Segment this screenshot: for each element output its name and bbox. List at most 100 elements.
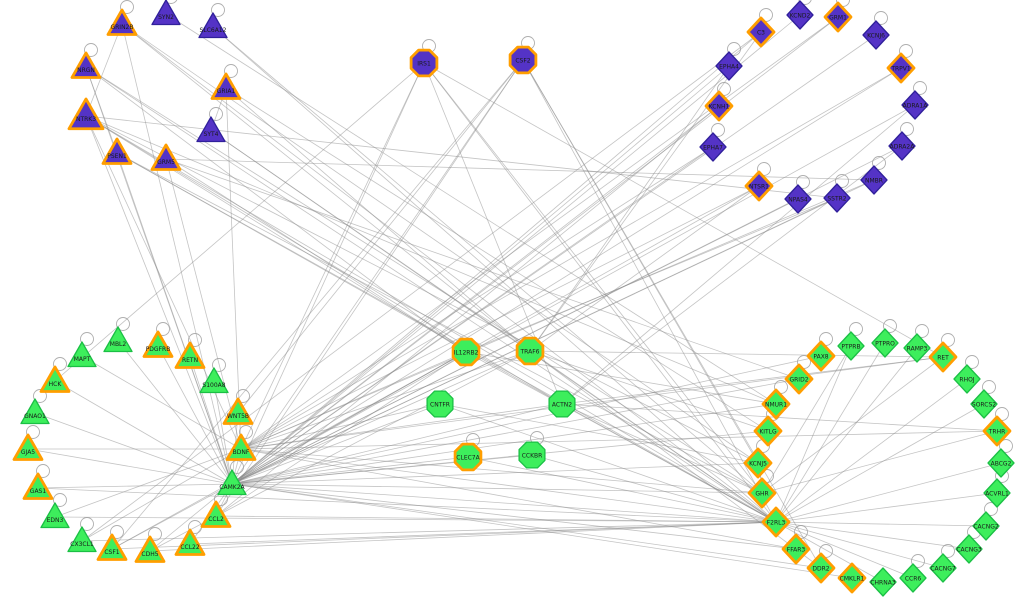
edge-TRPV1-CAMK2A[interactable]: [231, 67, 902, 485]
edge-CAMK2A-KITLG[interactable]: [231, 430, 769, 485]
node-PAX8[interactable]: PAX8: [806, 340, 836, 372]
node-MBL2[interactable]: MBL2: [103, 326, 133, 353]
node-SYT4[interactable]: SYT4: [196, 116, 226, 143]
node-NTRK3[interactable]: NTRK3: [67, 97, 105, 131]
node-DDR2[interactable]: DDR2: [806, 552, 836, 584]
edge-GRM5-NMBR[interactable]: [165, 158, 875, 181]
edge-CAMK2A-PAX8[interactable]: [231, 355, 822, 485]
edge-CNTFR-CAMK2A[interactable]: [231, 403, 441, 485]
node-CDH5[interactable]: CDH5: [134, 535, 166, 563]
edge-CAMK2A-CDH5[interactable]: [149, 483, 233, 552]
node-PSEN1[interactable]: PSEN1: [101, 137, 133, 165]
edge-IL12RB2-CCL2[interactable]: [215, 351, 467, 517]
edge-IRS1-BDNF[interactable]: [240, 62, 425, 450]
edge-CSF2-F2RL3[interactable]: [522, 59, 777, 523]
edge-CAMK2A-KCNJ5[interactable]: [231, 462, 759, 485]
edge-SSTR2-IL12RB2[interactable]: [465, 197, 838, 353]
edge-NTRK3-BDNF[interactable]: [85, 115, 242, 450]
node-TRPV1[interactable]: TRPV1: [886, 52, 916, 84]
edge-ADRA2A-ACTN2[interactable]: [561, 145, 903, 405]
edge-CAMK2A-GHR[interactable]: [231, 483, 763, 494]
edge-IRS1-F2RL3[interactable]: [423, 62, 777, 523]
node-GAS1[interactable]: GAS1: [22, 472, 54, 500]
node-IRS1[interactable]: IRS1: [409, 48, 439, 78]
node-C3[interactable]: C3: [746, 16, 776, 48]
node-ABCG2[interactable]: ABCG2: [987, 448, 1015, 478]
edge-F2RL3-CACNG3[interactable]: [775, 521, 970, 550]
node-TRHR[interactable]: TRHR: [982, 415, 1012, 447]
node-RHOJ[interactable]: RHOJ: [953, 364, 981, 394]
edge-BDNF-RET[interactable]: [240, 356, 944, 450]
node-EDN3[interactable]: EDN3: [40, 502, 70, 529]
edge-GRM1-BDNF[interactable]: [240, 16, 839, 450]
edge-IRS1-HCK[interactable]: [54, 62, 425, 382]
edge-ACTN2-GHR[interactable]: [561, 403, 763, 494]
edge-IRS1-RET[interactable]: [423, 62, 944, 358]
edge-PSEN1-F2RL3[interactable]: [116, 152, 777, 523]
edge-IRS1-CAMK2A[interactable]: [231, 62, 425, 485]
edge-IRS1-GHR[interactable]: [423, 62, 763, 494]
edge-CAMK2A-NMUR1[interactable]: [231, 403, 777, 485]
node-GJA5[interactable]: GJA5: [12, 433, 44, 461]
edge-CLEC7A-CAMK2A[interactable]: [231, 456, 469, 485]
edge-GRM5-BDNF[interactable]: [165, 158, 242, 450]
edge-CAMK2A-GAS1[interactable]: [37, 483, 233, 489]
node-RET[interactable]: RET: [928, 341, 958, 373]
edge-EPHA7-CAMK2A[interactable]: [231, 146, 714, 485]
node-SLC6A12[interactable]: SLC6A12: [198, 12, 228, 39]
node-GNAO1[interactable]: GNAO1: [20, 398, 50, 425]
edge-F2RL3-RAMP3[interactable]: [775, 347, 918, 523]
node-CCKBR[interactable]: CCKBR: [518, 441, 546, 469]
edge-CSF2-WNT5B[interactable]: [237, 59, 524, 414]
edge-F2RL3-RHOJ[interactable]: [775, 378, 968, 523]
edge-BDNF-CX3CL1[interactable]: [81, 448, 242, 542]
edge-NRGN-IL12RB2[interactable]: [85, 66, 467, 353]
node-CACNG7[interactable]: CACNG7: [929, 553, 957, 583]
edge-CAMK2A-DDR2[interactable]: [231, 483, 822, 569]
edge-PSEN1-CAMK2A[interactable]: [116, 152, 233, 485]
edge-ACTN2-BDNF[interactable]: [240, 403, 563, 450]
edge-F2RL3-CDH5[interactable]: [149, 521, 777, 552]
edge-GRIA1-BDNF[interactable]: [225, 87, 242, 450]
edge-C3-TRAF6[interactable]: [529, 31, 762, 352]
edge-BDNF-MAPT[interactable]: [81, 355, 242, 450]
edge-CSF2-CAMK2A[interactable]: [231, 59, 524, 485]
edge-GRIN2B-NTRK3[interactable]: [85, 23, 123, 117]
node-IL12RB2[interactable]: IL12RB2: [451, 337, 481, 367]
node-GRM1[interactable]: GRM1: [823, 1, 853, 33]
edge-S100A8-CAMK2A[interactable]: [213, 381, 233, 485]
node-GRID2[interactable]: GRID2: [784, 363, 814, 395]
node-SYN2[interactable]: SYN2: [151, 0, 181, 26]
node-CSF1[interactable]: CSF1: [96, 533, 128, 561]
edge-RETN-CAMK2A[interactable]: [189, 356, 233, 485]
node-CCR6[interactable]: CCR6: [899, 563, 927, 593]
edge-CAMK2A-FFAR3[interactable]: [231, 483, 797, 550]
edge-CAMK2A-F2RL3[interactable]: [231, 483, 777, 523]
edge-NMBR-BDNF[interactable]: [240, 179, 875, 450]
node-S100A8[interactable]: S100A8: [199, 367, 229, 394]
edge-F2RL3-PTPRB[interactable]: [775, 345, 852, 523]
edge-CAMK2A-GRID2[interactable]: [231, 378, 800, 485]
edge-NPAS4-CAMK2A[interactable]: [231, 198, 799, 485]
edge-BDNF-F2RL3[interactable]: [240, 448, 777, 523]
edge-NTRK3-CAMK2A[interactable]: [85, 115, 233, 485]
edge-GHR-TRHR[interactable]: [761, 430, 998, 494]
edge-ACTN2-RET[interactable]: [561, 356, 944, 405]
node-PTPRO[interactable]: PTPRO: [871, 328, 899, 358]
edge-TRAF6-BDNF[interactable]: [240, 350, 531, 450]
edge-NTRK3-F2RL3[interactable]: [85, 115, 777, 523]
edge-EPHA4-TRAF6[interactable]: [529, 65, 730, 352]
edge-NRGN-GHR[interactable]: [85, 66, 763, 494]
edge-F2RL3-CACNG2[interactable]: [775, 521, 987, 527]
edge-BDNF-FFAR3[interactable]: [240, 448, 797, 550]
node-CACNG2[interactable]: CACNG2: [972, 511, 1000, 541]
edge-CLEC7A-F2RL3[interactable]: [467, 456, 777, 523]
edge-ACTN2-F2RL3[interactable]: [561, 403, 777, 523]
edge-C3-CX3CL1[interactable]: [81, 31, 762, 542]
edge-GRIA1-TRAF6[interactable]: [225, 87, 531, 352]
edge-NTRK3-KCNJ5[interactable]: [85, 115, 759, 464]
edge-BDNF-EDN3[interactable]: [54, 448, 242, 518]
node-TRAF6[interactable]: TRAF6: [515, 336, 545, 366]
edge-CAMK2A-CSF1[interactable]: [111, 483, 233, 550]
node-KCND2[interactable]: KCND2: [786, 0, 814, 30]
